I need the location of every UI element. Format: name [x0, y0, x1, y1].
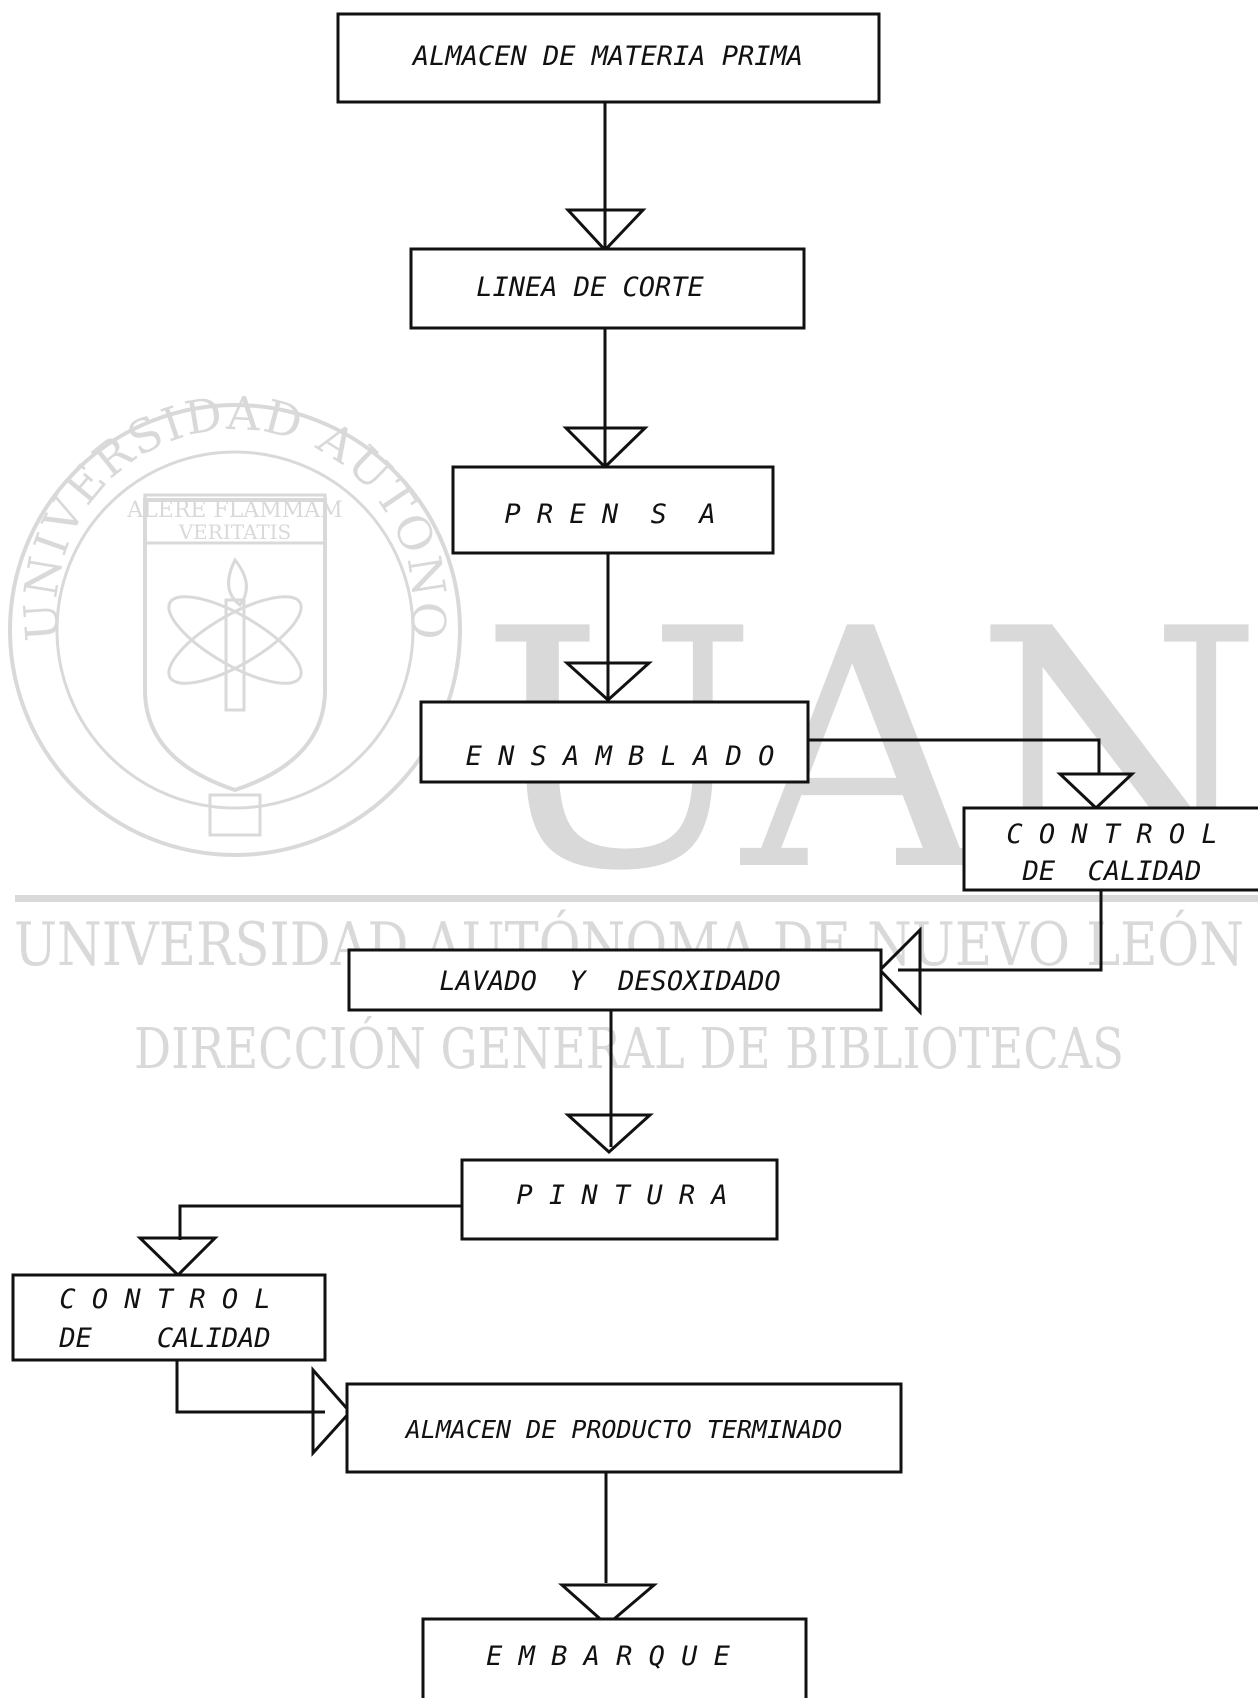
connector-control2-to-almacen-terminado — [175, 1360, 325, 1414]
node-prensa: P R E N S A — [451, 465, 775, 555]
node-label: C O N T R O L — [59, 1284, 270, 1315]
connector-control1-to-lavado — [898, 890, 1103, 972]
node-almacen-materia-prima: ALMACEN DE MATERIA PRIMA — [336, 12, 881, 104]
university-seal: UNIVERSIDAD AUTONOMA DE NUEVO LEON ALERE… — [0, 0, 462, 857]
arrowhead-down-icon — [1056, 772, 1136, 811]
node-label: C O N T R O L — [1006, 819, 1217, 850]
seal-motto-1: ALERE FLAMMAM — [126, 498, 342, 523]
arrowhead-down-icon — [564, 1113, 654, 1155]
arrowhead-down-icon — [564, 208, 647, 253]
connector-ensamblado-to-control1 — [808, 738, 1101, 774]
node-label: LAVADO Y DESOXIDADO — [439, 966, 780, 997]
watermark-rule — [15, 895, 1258, 902]
node-label: P I N T U R A — [516, 1180, 727, 1211]
node-lavado-desoxidado: LAVADO Y DESOXIDADO — [347, 948, 883, 1012]
node-label: ALMACEN DE MATERIA PRIMA — [411, 41, 803, 72]
arrowheads — [136, 208, 1136, 1627]
arrowhead-down-icon — [562, 426, 649, 470]
arrowhead-down-icon — [136, 1236, 219, 1278]
node-pintura: P I N T U R A — [460, 1158, 779, 1241]
node-label: LINEA DE CORTE — [476, 272, 704, 303]
arrowhead-down-icon — [563, 661, 653, 703]
connector-pintura-to-control2 — [178, 1204, 496, 1240]
node-embarque: E M B A R Q U E — [421, 1617, 808, 1698]
seal-motto-2: VERITATIS — [178, 520, 292, 544]
library-line: DIRECCIÓN GENERAL DE BIBLIOTECAS — [134, 1015, 1124, 1082]
arrowhead-left-icon — [877, 926, 922, 1016]
node-label: DE CALIDAD — [58, 1323, 270, 1354]
node-almacen-producto-terminado: ALMACEN DE PRODUCTO TERMINADO — [345, 1382, 903, 1474]
node-label: E N S A M B L A D O — [466, 741, 775, 772]
node-ensamblado: E N S A M B L A D O — [419, 700, 810, 784]
node-label: DE CALIDAD — [1022, 856, 1202, 887]
node-label: ALMACEN DE PRODUCTO TERMINADO — [404, 1415, 843, 1444]
node-linea-de-corte: LINEA DE CORTE — [409, 247, 806, 330]
node-label: E M B A R Q U E — [486, 1641, 731, 1672]
connectors — [175, 102, 1103, 1583]
arrowhead-right-icon — [311, 1366, 353, 1457]
node-control-calidad-2: C O N T R O L DE CALIDAD — [11, 1273, 327, 1362]
process-boxes: ALMACEN DE MATERIA PRIMA LINEA DE CORTE … — [11, 12, 1258, 1698]
node-control-calidad-1: C O N T R O L DE CALIDAD — [962, 806, 1258, 892]
arrowhead-down-icon — [558, 1583, 659, 1627]
node-label: P R E N S A — [504, 499, 715, 530]
